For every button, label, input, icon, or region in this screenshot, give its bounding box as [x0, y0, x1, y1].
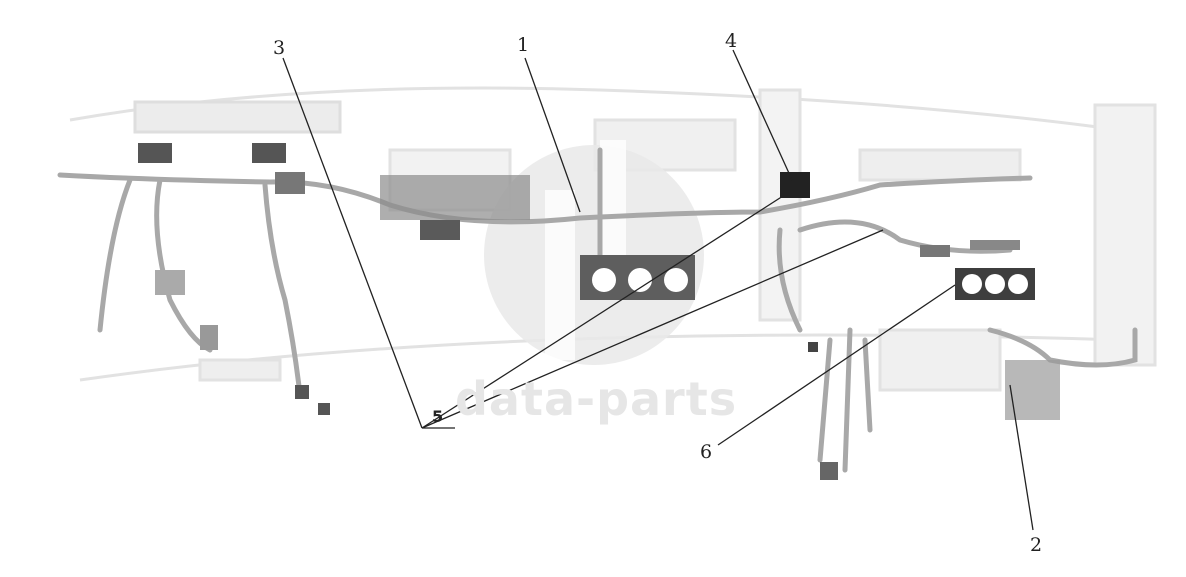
leader-line-5a [421, 195, 784, 429]
leader-lines [282, 49, 1034, 531]
watermark-logo [484, 140, 704, 365]
leader-line-5b [421, 229, 884, 429]
leader-line-4 [732, 49, 794, 183]
callout-2: 2 [1030, 534, 1043, 556]
main-harness [57, 147, 1138, 473]
relay-component [780, 172, 810, 198]
components [138, 143, 1060, 480]
callout-1: 1 [517, 34, 530, 56]
leader-line-3 [282, 57, 423, 429]
leader-line-1 [524, 57, 581, 213]
leader-line-2 [1009, 384, 1034, 531]
watermark-text: data-parts [455, 372, 738, 426]
callout-6: 6 [700, 441, 713, 463]
leader-line-6 [717, 284, 956, 446]
callout-4: 4 [725, 30, 738, 52]
callout-3: 3 [273, 37, 286, 59]
callout-5: 5 [432, 407, 444, 426]
